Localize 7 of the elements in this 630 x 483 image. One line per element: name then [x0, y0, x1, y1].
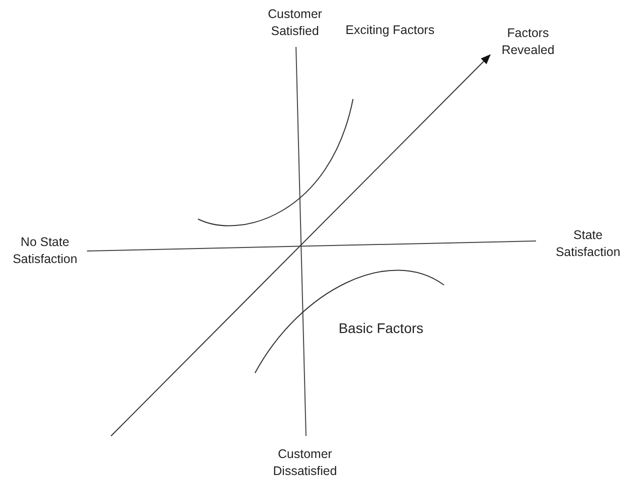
axis-label: Customer Satisfied — [266, 6, 324, 40]
axis-label: Basic Factors — [338, 320, 424, 337]
axis-label: State Satisfaction — [554, 227, 622, 261]
axis-label: Exciting Factors — [344, 22, 436, 39]
axis-label: Customer Dissatisfied — [272, 446, 338, 480]
axis-label: Factors Revealed — [500, 25, 556, 59]
axis-label: No State Satisfaction — [12, 234, 78, 268]
